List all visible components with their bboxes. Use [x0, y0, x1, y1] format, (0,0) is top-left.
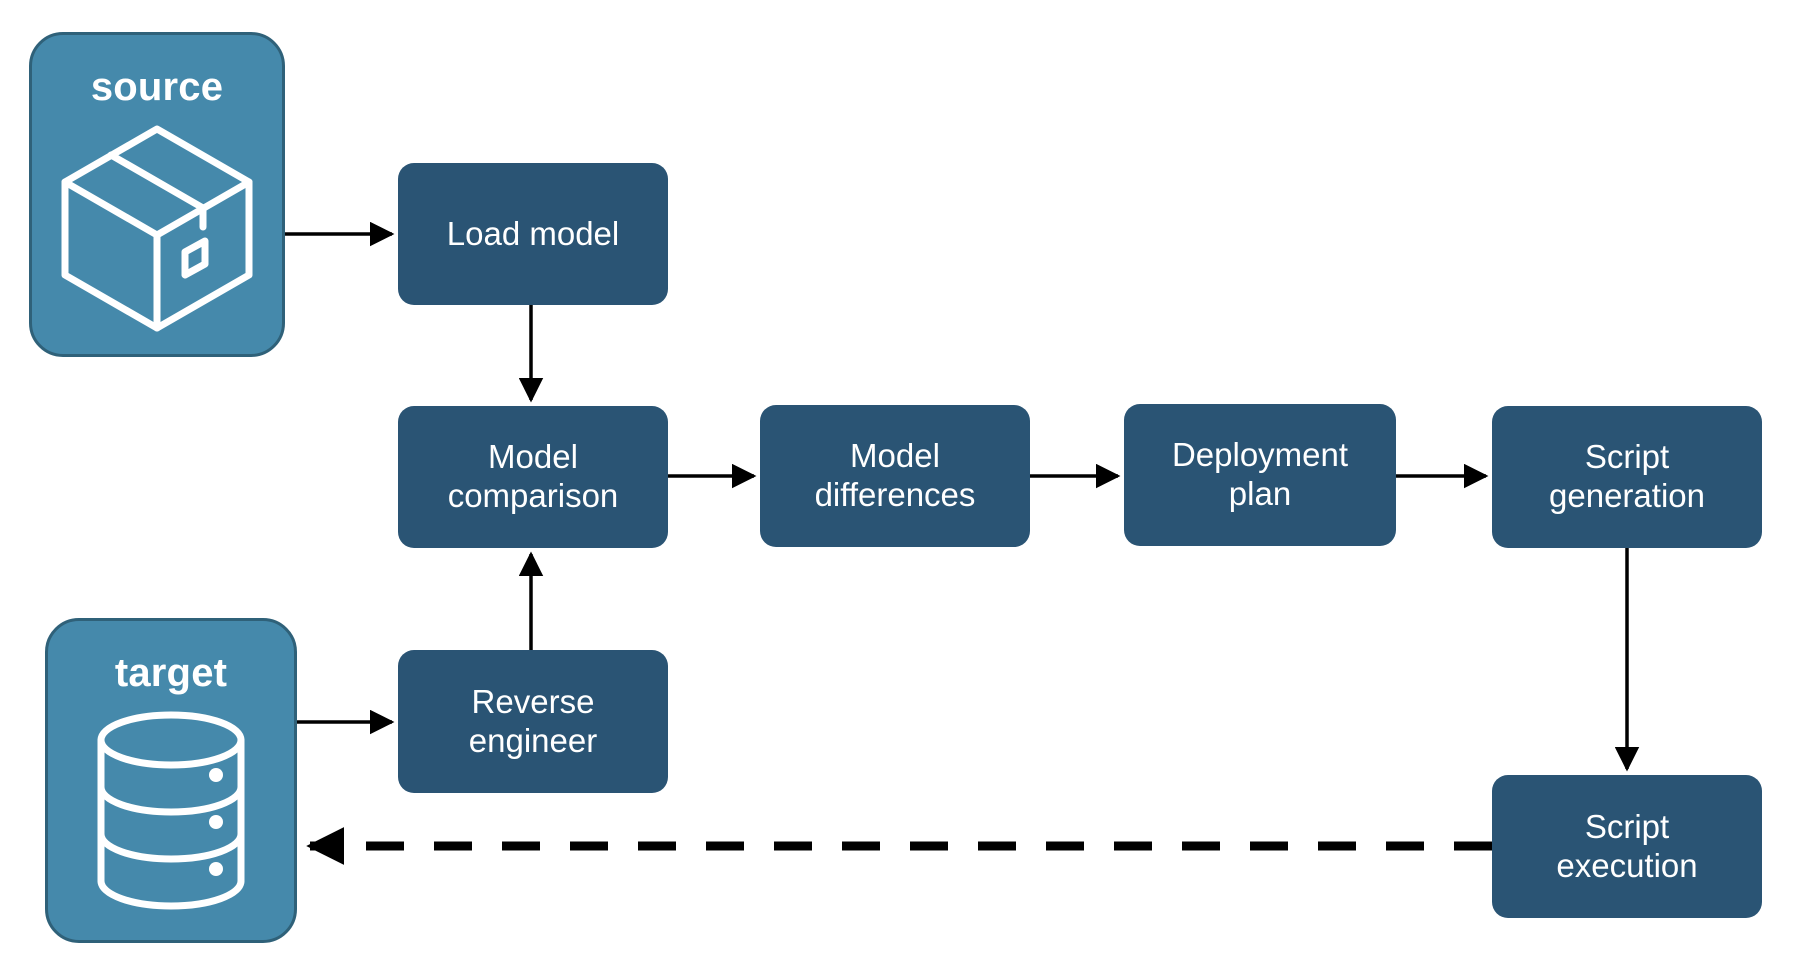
process-box-model-comparison[interactable]: Model comparison [398, 406, 668, 548]
process-box-script-execution[interactable]: Script execution [1492, 775, 1762, 918]
database-cylinder-icon [76, 707, 266, 922]
endpoint-card-source[interactable]: source [29, 32, 285, 357]
process-label-model-comparison: Model comparison [447, 438, 619, 514]
process-box-model-differences[interactable]: Model differences [760, 405, 1030, 547]
package-box-icon [57, 121, 257, 341]
process-label-script-execution: Script execution [1556, 807, 1698, 884]
process-box-load-model[interactable]: Load model [398, 163, 668, 305]
process-label-load-model: Load model [446, 214, 620, 252]
process-label-script-generation: Script generation [1549, 438, 1705, 514]
endpoint-title-target: target [114, 651, 228, 695]
process-box-script-generation[interactable]: Script generation [1492, 406, 1762, 548]
process-label-model-differences: Model differences [814, 437, 976, 513]
endpoint-title-source: source [90, 65, 224, 109]
process-box-reverse-engineer[interactable]: Reverse engineer [398, 650, 668, 793]
process-box-deployment-plan[interactable]: Deployment plan [1124, 404, 1396, 546]
process-label-reverse-engineer: Reverse engineer [468, 682, 598, 759]
endpoint-card-target[interactable]: target [45, 618, 297, 943]
process-label-deployment-plan: Deployment plan [1171, 436, 1349, 512]
